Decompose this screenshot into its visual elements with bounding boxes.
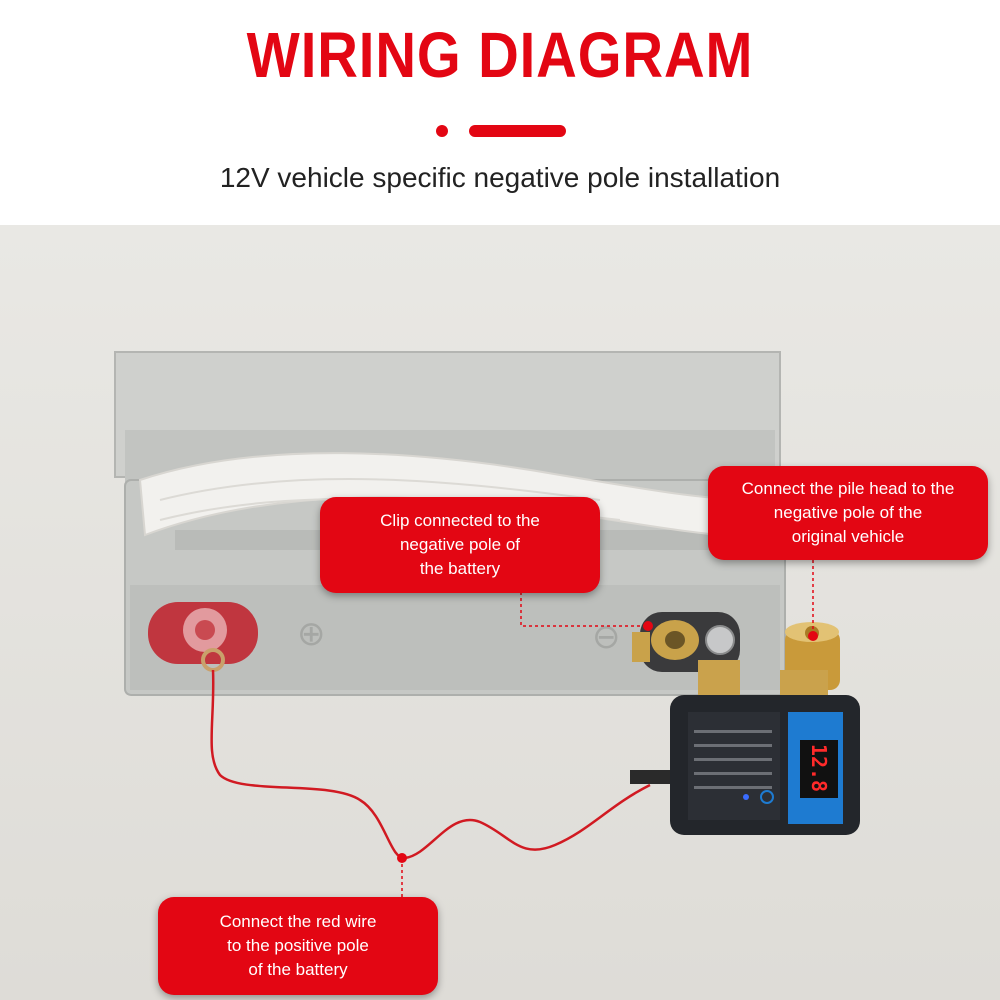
callout-markers bbox=[401, 560, 814, 897]
clip-marker bbox=[643, 621, 653, 631]
callout-clip: Clip connected to the negative pole of t… bbox=[320, 497, 600, 593]
decor-bar bbox=[469, 125, 566, 137]
display-reading: 12.8 bbox=[807, 743, 831, 793]
decor-dot bbox=[436, 125, 448, 137]
page-title: WIRING DIAGRAM bbox=[246, 19, 754, 91]
red-wire bbox=[210, 669, 651, 860]
page-subtitle: 12V vehicle specific negative pole insta… bbox=[219, 162, 781, 193]
svg-text:⊕: ⊕ bbox=[297, 614, 326, 654]
positive-terminal: ⊕ ⊖ bbox=[148, 602, 621, 672]
pile-marker bbox=[808, 631, 818, 641]
svg-text:⊖: ⊖ bbox=[592, 617, 621, 657]
negative-clip bbox=[632, 612, 740, 672]
callout-red-wire: Connect the red wire to the positive pol… bbox=[158, 897, 438, 995]
callout-pile-text: Connect the pile head to the negative po… bbox=[741, 479, 955, 546]
disconnect-switch-device bbox=[630, 695, 860, 835]
wire-marker bbox=[397, 853, 407, 863]
callout-pile: Connect the pile head to the negative po… bbox=[708, 466, 988, 560]
callout-clip-text: Clip connected to the negative pole of t… bbox=[380, 511, 540, 578]
callout-red-wire-text: Connect the red wire to the positive pol… bbox=[219, 912, 377, 979]
